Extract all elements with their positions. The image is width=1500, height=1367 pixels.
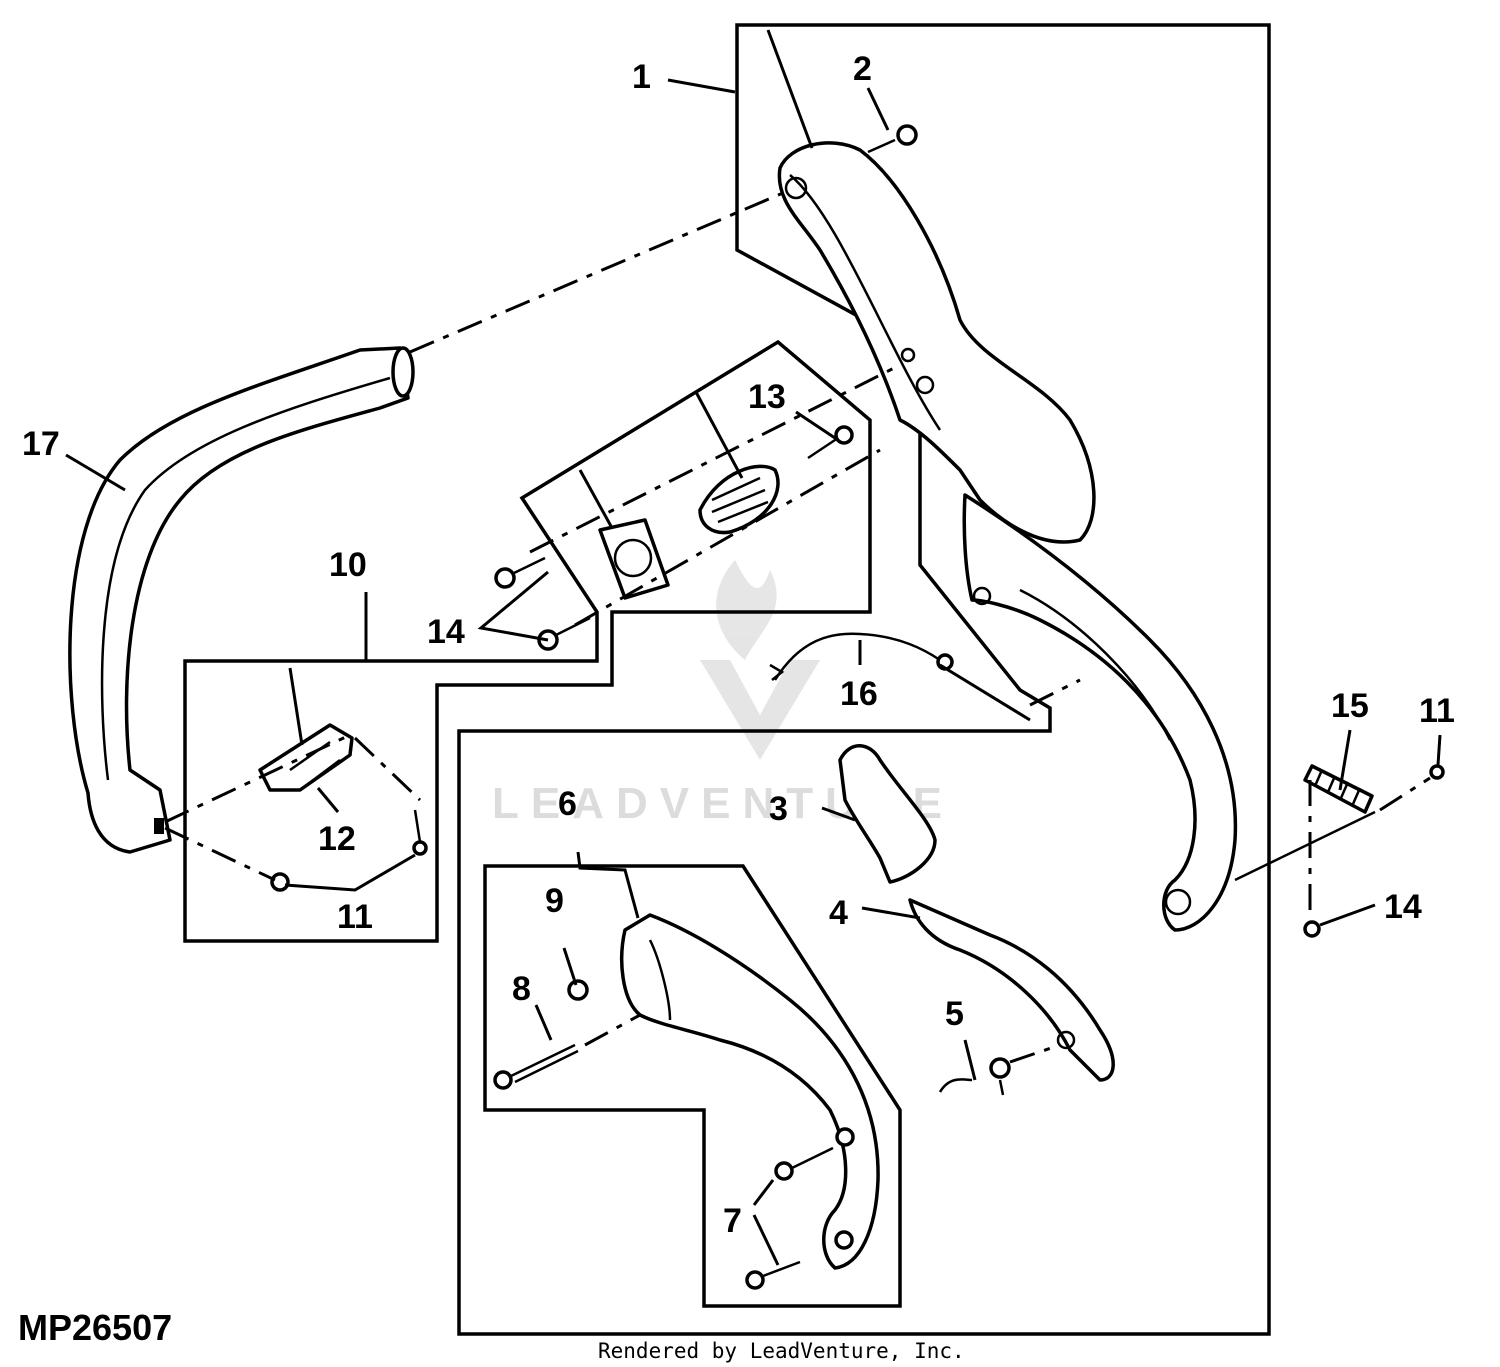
callout-7: 7 [723, 1202, 742, 1240]
spring-mount-part [494, 425, 854, 651]
callout-11: 11 [337, 898, 373, 936]
trigger-lever-part [908, 898, 1115, 1082]
callout-17: 17 [22, 425, 60, 463]
trigger-part [838, 744, 937, 884]
frame-front-grip [483, 864, 902, 1308]
spring-15-part [1303, 764, 1445, 938]
callout-8: 8 [512, 970, 531, 1008]
callout-1: 1 [632, 58, 651, 96]
callout-5: 5 [945, 995, 964, 1033]
callout-9: 9 [545, 882, 564, 920]
callout-4: 4 [829, 894, 848, 932]
callout-6: 6 [558, 785, 577, 823]
callout-13: 13 [748, 378, 786, 416]
clamp-part [258, 723, 428, 892]
alignment-lines [164, 188, 1431, 1064]
trigger-spring-part [938, 1057, 1011, 1096]
callout-15: 15 [1331, 687, 1369, 725]
callout-14: 14 [427, 613, 465, 651]
callout-14-right: 14 [1384, 888, 1422, 926]
frame-spring-group [183, 339, 872, 943]
figure-code: MP26507 [18, 1307, 172, 1348]
callout-10: 10 [329, 546, 367, 584]
credit-line: Rendered by LeadVenture, Inc. [598, 1339, 965, 1363]
callout-2: 2 [853, 50, 872, 88]
callout-3: 3 [769, 790, 788, 828]
screw-part-2 [867, 124, 918, 154]
handlebar-part [68, 346, 415, 854]
leader-lines [65, 29, 1442, 1266]
callout-16: 16 [840, 675, 878, 713]
grip-screws [493, 979, 834, 1290]
callout-12: 12 [318, 820, 356, 858]
callout-labels: 1 2 3 4 5 6 7 8 9 10 11 11 12 13 14 14 1… [22, 50, 1455, 1240]
rear-handle-part [777, 141, 1238, 932]
front-grip-part [620, 913, 880, 1270]
callout-11-right: 11 [1419, 692, 1455, 730]
